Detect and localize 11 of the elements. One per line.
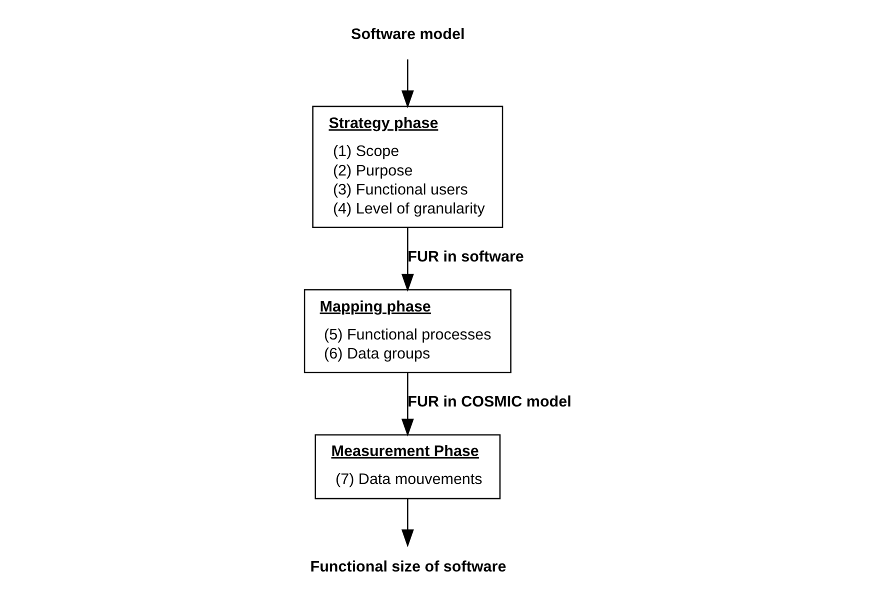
node-box: Mapping phase (5) Functional processes (6) Data groups xyxy=(304,289,512,374)
node-box: Strategy phase (1) Scope (2) Purpose (3) Functional users (4) Level of granularity xyxy=(312,106,504,228)
node-text: Software model xyxy=(351,26,465,44)
edge-label: FUR in software xyxy=(408,248,524,266)
arrow xyxy=(401,498,414,548)
edge-label: FUR in COSMIC model xyxy=(408,393,572,410)
arrow xyxy=(401,59,414,108)
arrow xyxy=(401,372,414,437)
node-box: Measurement Phase (7) Data mouvements xyxy=(314,434,501,500)
node-text: Functional size of software xyxy=(310,558,506,576)
arrow xyxy=(401,227,414,292)
